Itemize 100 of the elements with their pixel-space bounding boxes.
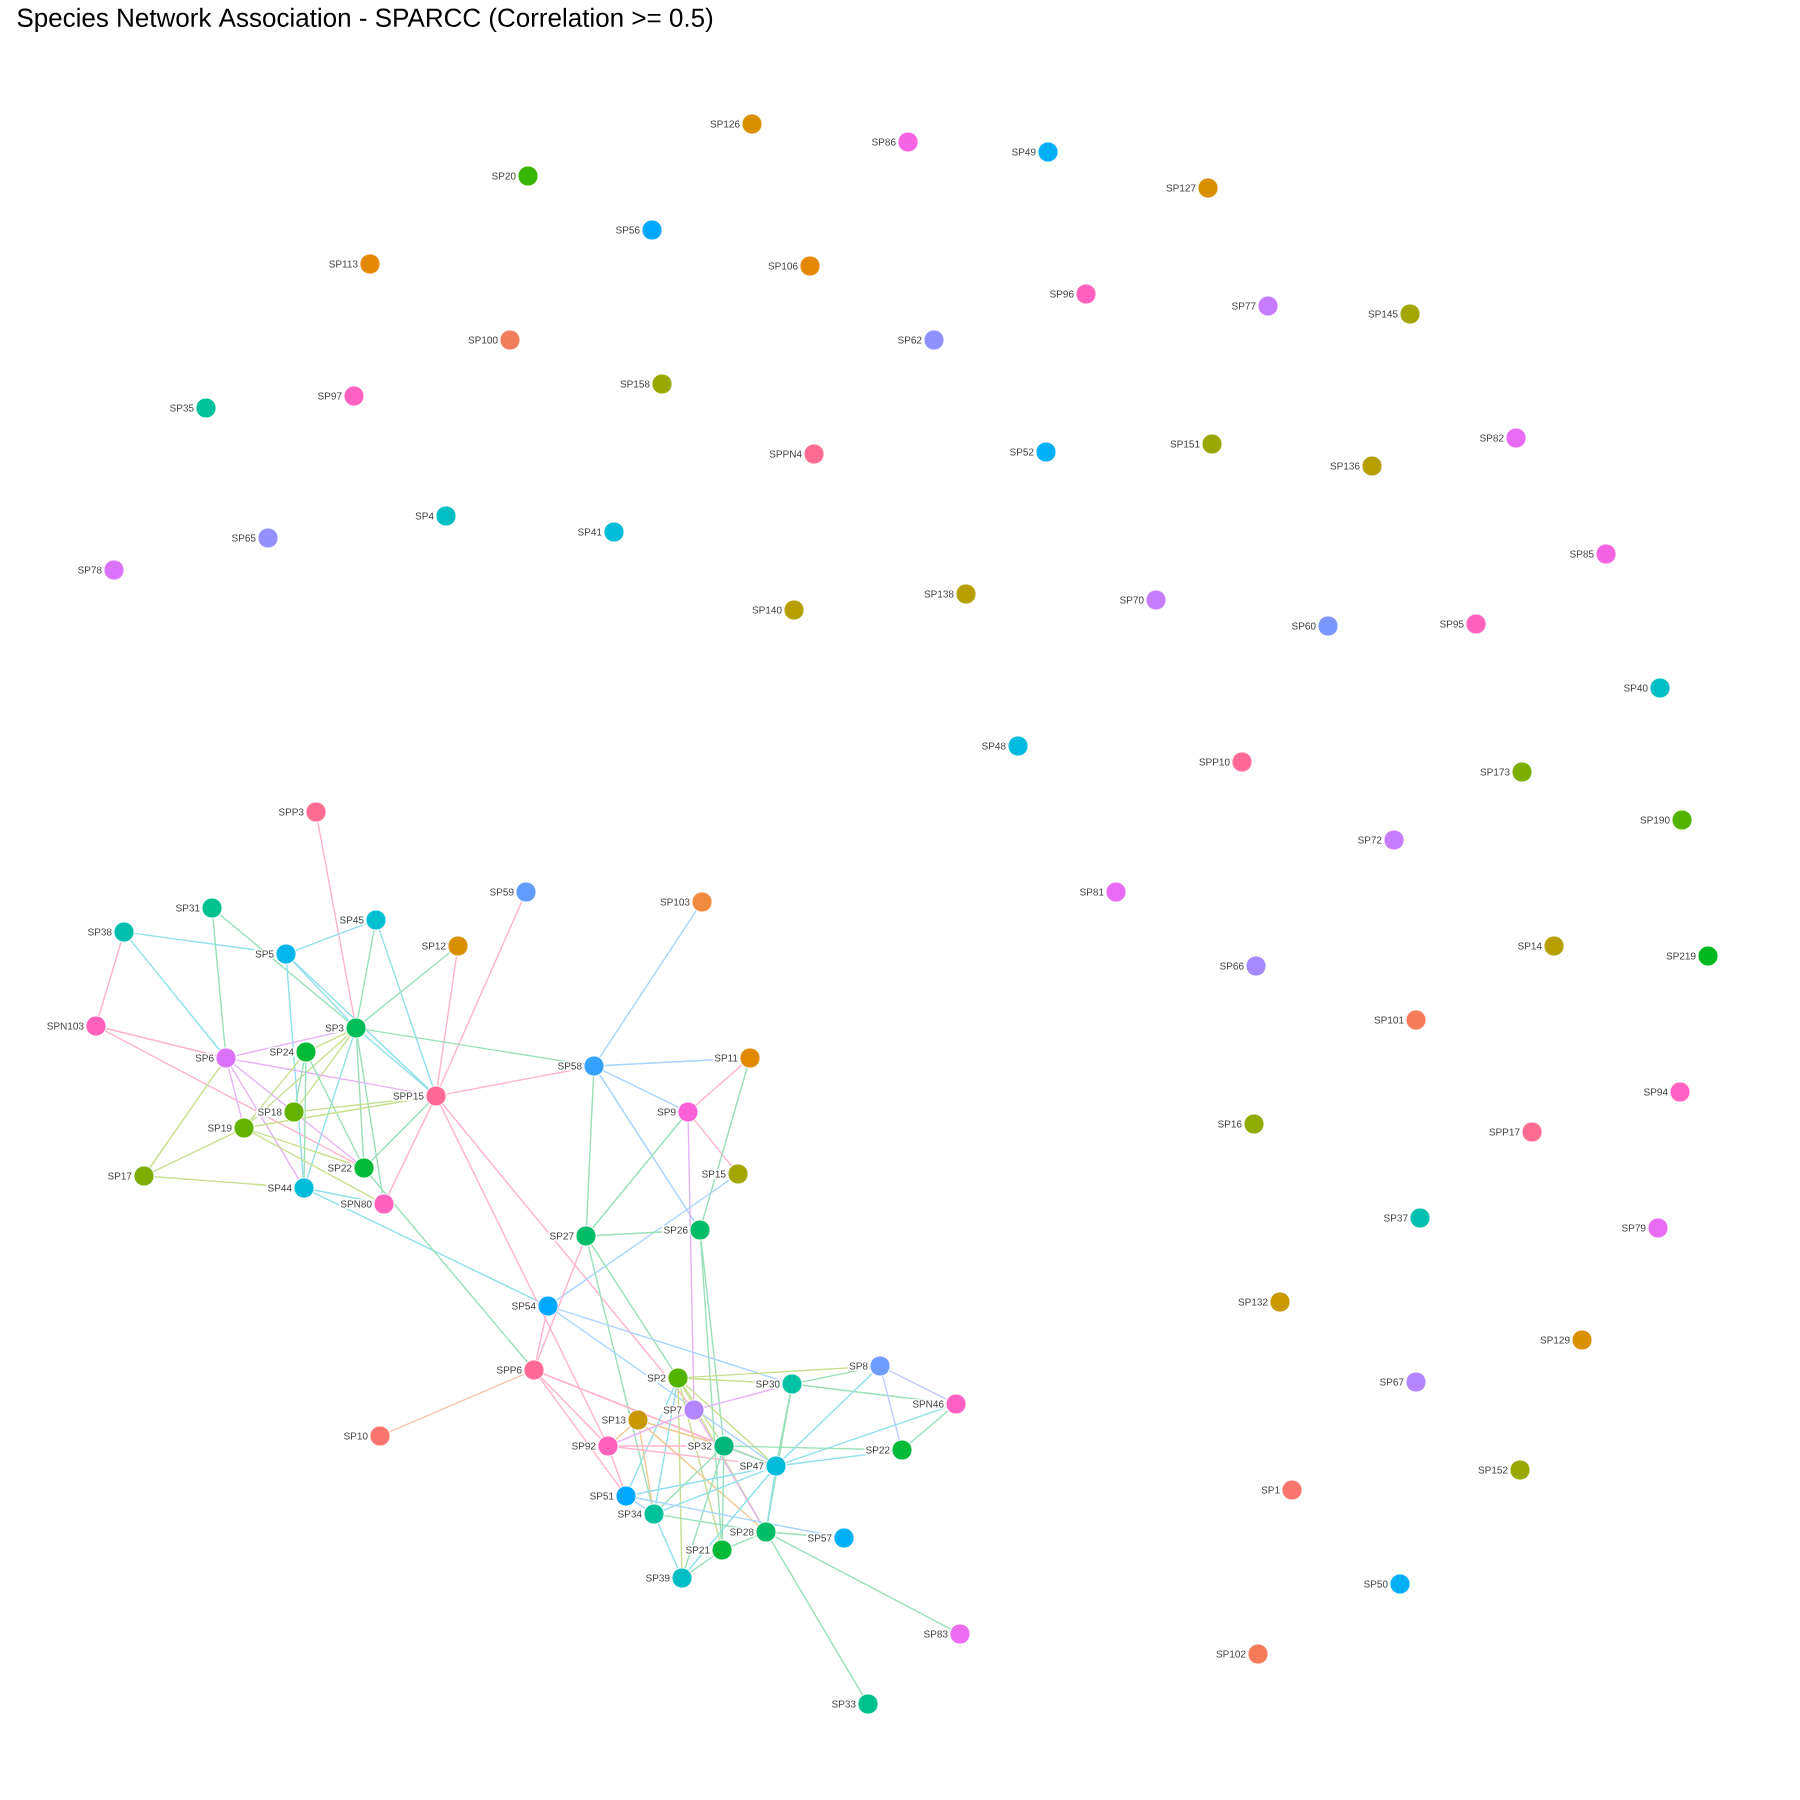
network-edge — [303, 1061, 307, 1179]
network-edge — [785, 1406, 947, 1464]
network-edge — [439, 1104, 605, 1438]
network-edge — [105, 1027, 217, 1057]
network-edge — [152, 1131, 236, 1173]
network-edge — [615, 1426, 631, 1440]
network-edge — [295, 1061, 305, 1103]
chart-title: Species Network Association - SPARCC (Correlation >= 0.5) — [17, 7, 713, 33]
network-edge — [149, 1065, 221, 1169]
network-edge — [378, 929, 434, 1087]
network-edge — [235, 1059, 427, 1095]
network-edge — [685, 1384, 769, 1460]
network-edge — [689, 1555, 715, 1573]
network-edge — [645, 1426, 759, 1526]
network-edge — [388, 1373, 526, 1433]
network-edge — [295, 923, 367, 952]
network-edge — [721, 1455, 725, 1541]
network-edge — [227, 1067, 243, 1119]
network-edge — [357, 929, 375, 1019]
network-edge — [212, 917, 226, 1049]
network-edge — [777, 1393, 791, 1457]
network-edge — [591, 1119, 683, 1229]
network-edge — [687, 1121, 695, 1401]
network-edge — [657, 1522, 679, 1570]
network-edge — [445, 1067, 585, 1095]
network-edge — [292, 960, 430, 1090]
network-edge — [537, 1245, 583, 1361]
network-edge — [555, 1179, 731, 1301]
network-edge — [312, 1191, 540, 1303]
network-edge — [585, 1075, 595, 1227]
network-edge — [599, 910, 697, 1059]
network-edge — [730, 1535, 758, 1547]
network-edge — [770, 1540, 864, 1696]
network-edge — [662, 1469, 768, 1511]
network-edge — [677, 1387, 683, 1569]
network-edge — [104, 1030, 356, 1164]
network-edge — [306, 1037, 354, 1179]
network-edge — [387, 1104, 433, 1196]
network-edge — [703, 1386, 783, 1409]
network-edge — [695, 1064, 743, 1106]
network-edge — [292, 960, 350, 1022]
network-edge — [635, 1467, 767, 1495]
network-edge — [767, 1393, 791, 1523]
network-edge — [363, 951, 451, 1023]
network-edge — [684, 1455, 722, 1569]
network-edge — [355, 1037, 365, 1159]
network-edge — [230, 1066, 300, 1180]
network-edge — [129, 939, 221, 1051]
network-edge — [782, 1372, 874, 1460]
network-edge — [439, 900, 523, 1088]
network-edge — [299, 1035, 351, 1105]
network-edge — [679, 1387, 721, 1541]
network-edge — [774, 1536, 952, 1630]
network-edge — [313, 1189, 375, 1203]
network-edge — [98, 941, 122, 1017]
network-edge — [587, 1245, 653, 1505]
network-edge — [370, 1175, 528, 1363]
network-edge — [286, 963, 304, 1179]
network-edge — [219, 913, 349, 1023]
network-edge — [436, 955, 458, 1087]
network-edge — [682, 1386, 762, 1524]
network-edge — [363, 1034, 429, 1090]
network-edge — [309, 1060, 361, 1160]
network-edge — [557, 1308, 783, 1382]
network-edge — [535, 1315, 547, 1361]
network-edge — [698, 1418, 762, 1524]
network-edge — [598, 1074, 696, 1222]
network-edge — [539, 1377, 621, 1489]
network-edge — [702, 1067, 748, 1221]
network-edge — [634, 1500, 646, 1510]
network-edge — [253, 1130, 355, 1166]
network-edge — [616, 1413, 686, 1443]
network-edge — [314, 1031, 348, 1049]
network-edge — [610, 1455, 624, 1487]
network-edge — [629, 1386, 675, 1488]
network-edge — [635, 1497, 835, 1537]
network-edge — [590, 1244, 674, 1370]
network-edge — [700, 1239, 724, 1437]
network-edge — [801, 1367, 871, 1383]
network-edge — [251, 1034, 349, 1122]
network-edge — [909, 1410, 949, 1444]
network-edge — [733, 1449, 767, 1463]
network-edge — [356, 1037, 384, 1195]
network-edge — [688, 1473, 771, 1571]
network-edge — [555, 1311, 769, 1461]
network-edge — [639, 1429, 653, 1505]
network-edge — [683, 1385, 719, 1439]
network-edge — [766, 1475, 776, 1523]
network-edge — [252, 1132, 376, 1200]
network-edge — [700, 1239, 722, 1541]
network-edge — [655, 1387, 677, 1505]
network-edge — [249, 1059, 301, 1121]
network-edge — [602, 1069, 680, 1109]
network-edge — [233, 1063, 357, 1163]
network-edge — [693, 1119, 733, 1167]
network-edge — [888, 1369, 948, 1401]
network-edge — [540, 1376, 602, 1440]
network-edge — [235, 1029, 347, 1057]
network-edge — [441, 1103, 689, 1403]
network-edge — [317, 821, 355, 1019]
